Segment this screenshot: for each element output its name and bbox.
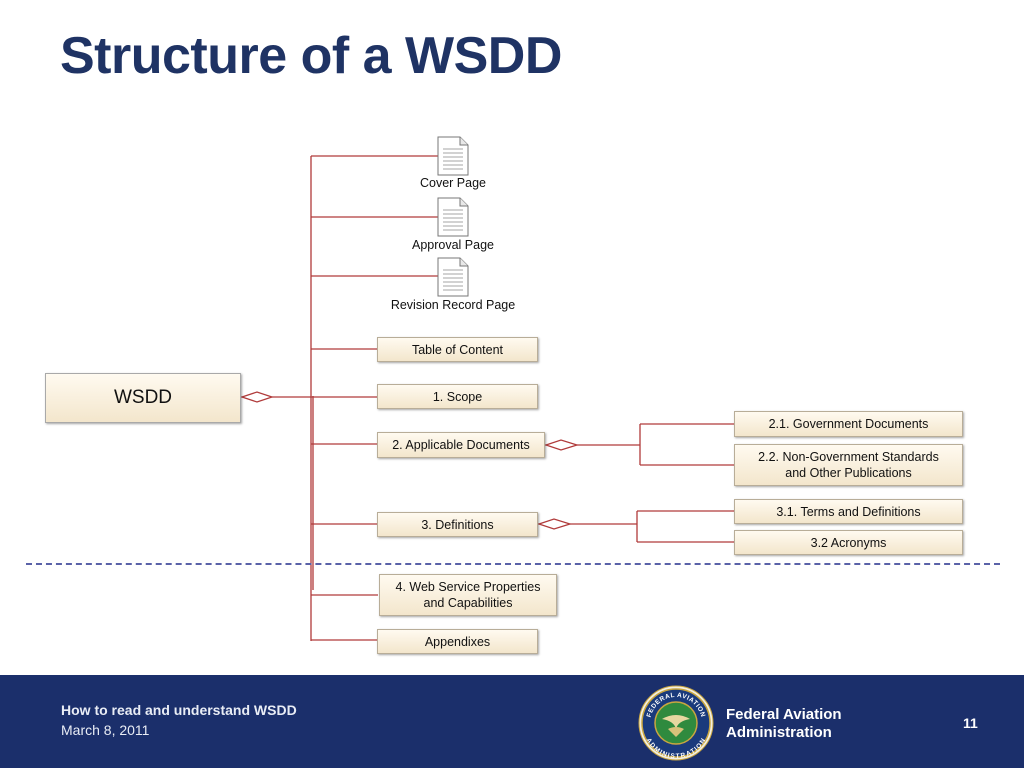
table-of-content-label: Table of Content: [411, 342, 504, 357]
aggregation-diamond-root: [239, 391, 275, 403]
applicable-documents-box: 2. Applicable Documents: [377, 432, 545, 458]
diagram-connectors: [239, 136, 734, 641]
government-documents-box: 2.1. Government Documents: [734, 411, 963, 437]
footer-topic: How to read and understand WSDD: [61, 702, 297, 718]
definitions-label: 3. Definitions: [421, 517, 494, 532]
web-service-properties-box: 4. Web Service Properties and Capabiliti…: [379, 574, 557, 616]
non-government-standards-box: 2.2. Non-Government Standards and Other …: [734, 444, 963, 486]
web-service-properties-label-line2: and Capabilities: [423, 596, 513, 610]
web-service-properties-label-line1: 4. Web Service Properties: [395, 580, 541, 594]
scope-box: 1. Scope: [377, 384, 538, 409]
wsdd-root-label: WSDD: [113, 387, 173, 408]
scope-label: 1. Scope: [432, 389, 483, 404]
page-number: 11: [963, 715, 978, 731]
non-government-standards-label-line1: 2.2. Non-Government Standards: [758, 450, 939, 464]
government-documents-label: 2.1. Government Documents: [768, 417, 929, 431]
dashed-divider: [26, 563, 1000, 565]
applicable-documents-label: 2. Applicable Documents: [392, 438, 530, 452]
footer-date: March 8, 2011: [61, 722, 150, 738]
table-of-content-box: Table of Content: [377, 337, 538, 362]
terms-and-definitions-box: 3.1. Terms and Definitions: [734, 499, 963, 524]
approval-page-label: Approval Page: [411, 238, 494, 252]
document-icon-cover: [437, 136, 469, 176]
document-icon-revision: [437, 257, 469, 297]
agency-name-line2: Administration: [726, 724, 832, 741]
slide-title: Structure of a WSDD: [60, 27, 562, 85]
slide-footer: How to read and understand WSDD March 8,…: [0, 675, 1024, 768]
aggregation-diamond-applicable: [543, 439, 580, 451]
appendixes-box: Appendixes: [377, 629, 538, 654]
faa-seal-icon: FEDERAL AVIATION ADMINISTRATION: [638, 685, 714, 761]
terms-and-definitions-label: 3.1. Terms and Definitions: [776, 504, 921, 519]
aggregation-diamond-definitions: [536, 518, 573, 530]
acronyms-box: 3.2 Acronyms: [734, 530, 963, 555]
cover-page-label: Cover Page: [419, 176, 486, 190]
agency-name: Federal Aviation Administration: [726, 706, 876, 742]
acronyms-label: 3.2 Acronyms: [810, 535, 887, 550]
wsdd-root-box: WSDD: [45, 373, 241, 423]
agency-name-line1: Federal Aviation: [726, 706, 842, 723]
definitions-box: 3. Definitions: [377, 512, 538, 537]
document-icon-approval: [437, 197, 469, 237]
revision-record-page-label: Revision Record Page: [390, 298, 516, 312]
non-government-standards-label-line2: and Other Publications: [785, 466, 912, 480]
appendixes-label: Appendixes: [424, 634, 491, 649]
